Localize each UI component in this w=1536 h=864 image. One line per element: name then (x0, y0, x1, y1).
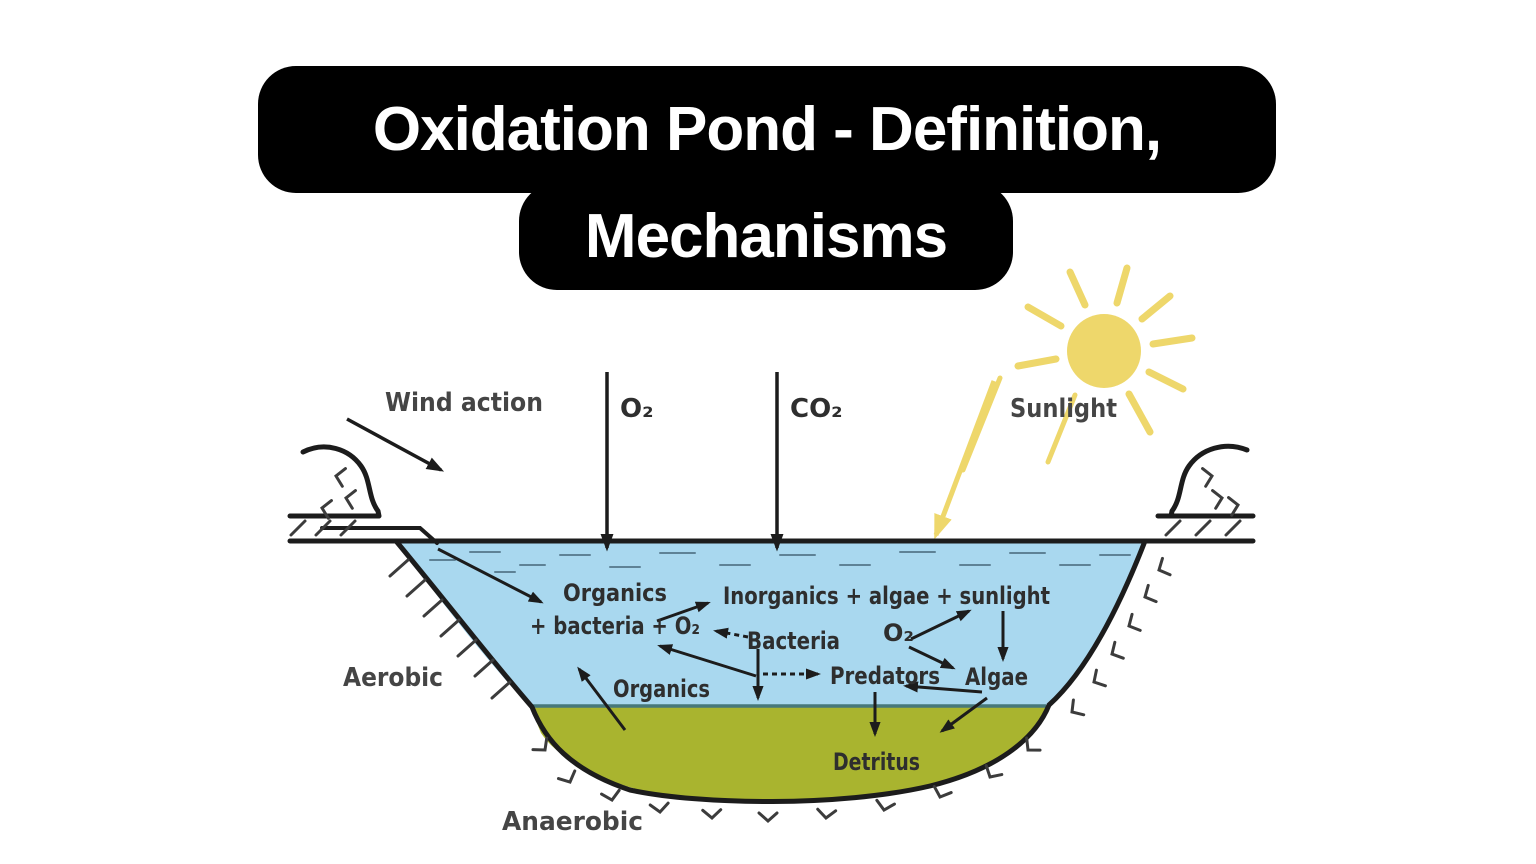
o2-to-sunlight-arrow (910, 609, 972, 641)
label-co2-top: CO₂ (790, 394, 843, 424)
label-bacteria: Bacteria (747, 627, 840, 655)
sun-icon (960, 264, 1196, 473)
water-texture (429, 551, 1131, 573)
label-predators: Predators (830, 662, 940, 690)
right-rock (1168, 443, 1250, 519)
bacteria-to-equation-arrow (657, 644, 757, 678)
label-inorganics-algae-sunlight: Inorganics + algae + sunlight (723, 582, 1050, 610)
wind-arrow (346, 417, 445, 472)
left-rock (300, 444, 382, 520)
algae-to-predators-arrow (903, 681, 983, 694)
algae-to-detritus-arrow (939, 696, 988, 733)
inlet-pipe (320, 526, 439, 545)
anaerobic-layer (530, 706, 1047, 802)
label-anaerobic: Anaerobic (502, 807, 643, 837)
title-banner-bottom: Mechanisms (519, 183, 1013, 290)
to-inorganics-arrow (656, 601, 711, 623)
page-title-line2: Mechanisms (584, 202, 948, 271)
page-title-line1: Oxidation Pond - Definition, (372, 95, 1162, 164)
label-wind-action: Wind action (385, 388, 543, 418)
label-organics-lower: Organics (613, 675, 710, 703)
label-bacteria-o2: + bacteria + O₂ (530, 612, 700, 640)
water-layer (398, 543, 1143, 706)
title-banner-top: Oxidation Pond - Definition, (258, 66, 1276, 193)
o2-to-algae-arrow (908, 645, 956, 670)
label-aerobic: Aerobic (343, 663, 443, 693)
label-o2-top: O₂ (620, 394, 654, 424)
flow-arrows (437, 547, 1009, 737)
label-o2-mid: O₂ (883, 619, 914, 647)
inflow-to-organics-arrow (437, 547, 544, 604)
bacteria-to-o2-arrow (713, 627, 749, 639)
label-sunlight: Sunlight (1010, 394, 1117, 424)
organics-rise-arrow (577, 666, 627, 731)
sunlight-arrow (933, 380, 997, 540)
label-detritus: Detritus (833, 748, 920, 776)
hatch-marks (289, 519, 1242, 823)
label-algae: Algae (965, 663, 1028, 691)
label-organics-upper: Organics (563, 579, 667, 607)
